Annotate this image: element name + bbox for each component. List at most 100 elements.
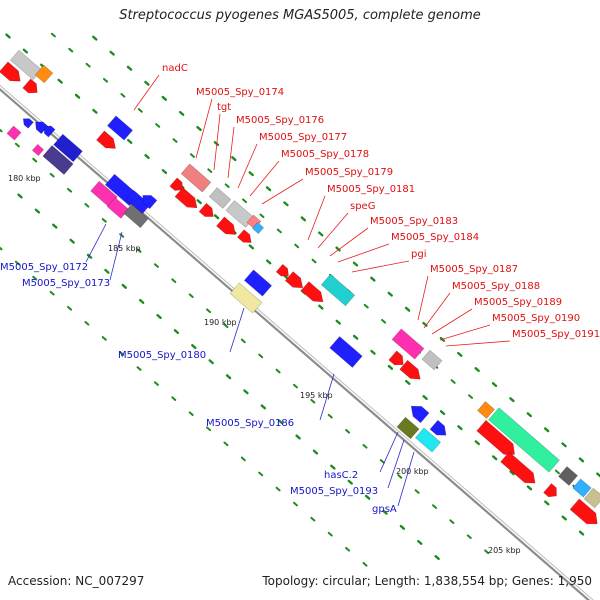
tick-mark (126, 65, 133, 71)
gene-feature[interactable] (107, 115, 133, 141)
leader-line (445, 340, 511, 347)
gene-label[interactable]: M5005_Spy_0172 (0, 262, 88, 273)
gene-label[interactable]: M5005_Spy_0190 (492, 313, 580, 324)
tick-mark (526, 412, 532, 418)
gene-label[interactable]: M5005_Spy_0181 (327, 184, 415, 195)
gene-label[interactable]: M5005_Spy_0187 (430, 264, 518, 275)
gene-label[interactable]: M5005_Spy_0179 (305, 167, 393, 178)
tick-mark (5, 33, 11, 39)
gene-feature[interactable] (399, 359, 424, 383)
gene-feature[interactable] (320, 273, 356, 307)
gene-feature[interactable] (225, 200, 255, 228)
tick-mark (32, 275, 38, 281)
gene-feature[interactable] (243, 269, 273, 297)
gene-feature[interactable] (558, 466, 578, 486)
gene-feature[interactable] (391, 328, 425, 360)
leader-line (431, 308, 473, 335)
gene-label[interactable]: M5005_Spy_0191 (512, 329, 600, 340)
gene-feature[interactable] (583, 487, 600, 509)
gene-label[interactable]: gpsA (372, 504, 397, 515)
leader-line (439, 324, 491, 341)
gene-feature[interactable] (208, 187, 232, 209)
gene-label[interactable]: M5005_Spy_0177 (259, 132, 347, 143)
tick-mark (208, 359, 214, 365)
gene-label[interactable]: speG (350, 201, 375, 212)
gene-feature[interactable] (488, 407, 560, 473)
gene-label[interactable]: M5005_Spy_0183 (370, 216, 458, 227)
tick-mark (381, 318, 387, 324)
tick-mark (101, 218, 107, 223)
gene-feature[interactable] (407, 401, 430, 424)
gene-feature[interactable] (329, 336, 363, 368)
gene-feature[interactable] (42, 145, 74, 175)
gene-feature[interactable] (429, 419, 450, 440)
gene-feature[interactable] (31, 143, 45, 157)
gene-label[interactable]: M5005_Spy_0178 (281, 149, 369, 160)
gene-label[interactable]: M5005_Spy_0173 (22, 278, 110, 289)
gene-feature[interactable] (216, 216, 240, 239)
gene-feature[interactable] (251, 221, 265, 235)
gene-label[interactable]: M5005_Spy_0184 (391, 232, 479, 243)
gene-feature[interactable] (229, 282, 263, 314)
tick-mark (120, 93, 126, 98)
gene-label[interactable]: M5005_Spy_0188 (452, 281, 540, 292)
gene-feature[interactable] (32, 118, 49, 135)
gene-feature[interactable] (34, 64, 54, 84)
gene-feature[interactable] (139, 191, 158, 210)
gene-feature[interactable] (106, 197, 130, 219)
tick-mark (554, 469, 560, 475)
gene-label[interactable]: nadC (162, 63, 188, 74)
tick-mark (121, 283, 127, 289)
gene-label[interactable]: M5005_Spy_0193 (290, 486, 378, 497)
tick-mark (153, 381, 159, 386)
gene-feature[interactable] (569, 498, 600, 529)
tick-mark (242, 198, 248, 204)
gene-label[interactable]: M5005_Spy_0176 (236, 115, 324, 126)
tick-mark (172, 138, 178, 143)
tick-mark (276, 228, 282, 234)
gene-label[interactable]: M5005_Spy_0174 (196, 87, 284, 98)
gene-feature[interactable] (0, 61, 25, 86)
gene-feature[interactable] (275, 263, 292, 279)
gene-feature[interactable] (53, 133, 83, 163)
gene-feature[interactable] (41, 123, 56, 138)
gene-feature[interactable] (96, 130, 120, 153)
tick-mark (92, 35, 98, 41)
gene-feature[interactable] (477, 401, 495, 419)
tick-mark (327, 531, 333, 537)
tick-mark (223, 323, 229, 329)
gene-feature[interactable] (396, 416, 420, 440)
gene-feature[interactable] (421, 349, 443, 371)
gene-feature[interactable] (284, 271, 306, 293)
gene-feature[interactable] (123, 203, 149, 229)
gene-feature[interactable] (500, 451, 540, 488)
tick-mark (109, 50, 115, 56)
tick-mark (509, 397, 515, 403)
gene-feature[interactable] (6, 125, 22, 141)
gene-label[interactable]: M5005_Spy_0189 (474, 297, 562, 308)
gene-feature[interactable] (9, 49, 43, 81)
tick-mark (196, 125, 202, 132)
gene-feature[interactable] (572, 478, 592, 498)
gene-label[interactable]: pgi (411, 249, 426, 260)
gene-feature[interactable] (388, 350, 407, 369)
gene-label[interactable]: tgt (217, 102, 231, 113)
tick-mark (14, 142, 20, 148)
gene-feature[interactable] (169, 177, 186, 194)
gene-feature[interactable] (543, 483, 561, 501)
gene-feature[interactable] (174, 187, 201, 213)
backbone-line (0, 84, 594, 600)
gene-label[interactable]: M5005_Spy_0186 (206, 418, 294, 429)
gene-feature[interactable] (300, 281, 327, 307)
gene-feature[interactable] (415, 427, 441, 453)
gene-feature[interactable] (21, 116, 34, 129)
gene-feature[interactable] (22, 78, 41, 97)
gene-label[interactable]: hasC.2 (324, 470, 358, 481)
gene-feature[interactable] (180, 163, 212, 193)
tick-mark (136, 248, 142, 253)
gene-feature[interactable] (237, 229, 254, 247)
leader-line (337, 243, 390, 263)
gene-label[interactable]: M5005_Spy_0180 (118, 350, 206, 361)
gene-feature[interactable] (198, 202, 217, 220)
